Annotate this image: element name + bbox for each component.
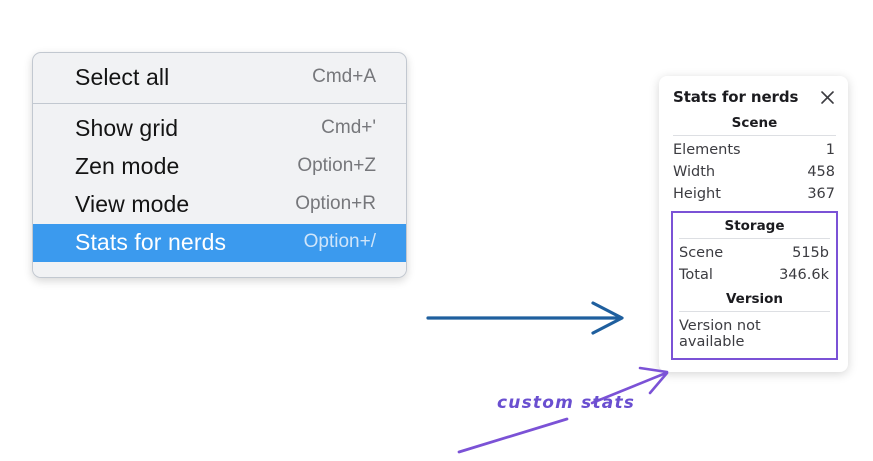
menu-item-shortcut: Option+R [295,193,376,214]
stat-label: Height [673,186,721,202]
stats-panel-title: Stats for nerds [673,88,799,106]
menu-item-shortcut: Cmd+' [321,117,376,138]
stat-row-height: Height 367 [671,183,838,205]
canvas-context-menu[interactable]: Select all Cmd+A Show grid Cmd+' Zen mod… [32,52,407,278]
stat-value: 1 [825,142,835,158]
menu-item-show-grid[interactable]: Show grid Cmd+' [33,110,406,148]
custom-stats-highlight-box: Storage Scene 515b Total 346.6k Version … [671,211,838,360]
stat-value: 515b [792,245,829,261]
menu-item-label: View mode [75,190,190,217]
stat-label: Total [679,267,713,283]
stats-for-nerds-panel[interactable]: Stats for nerds Scene Elements 1 Width 4… [659,76,848,372]
section-title-scene: Scene [731,115,778,131]
stat-row-elements: Elements 1 [671,139,838,161]
stat-row-storage-scene: Scene 515b [677,242,832,264]
menu-group-1: Select all Cmd+A [33,53,406,103]
menu-bottom-padding [33,262,406,277]
purple-underline-stroke [457,417,569,454]
menu-item-shortcut: Cmd+A [312,66,376,87]
menu-item-shortcut: Option+/ [303,231,376,252]
menu-item-view-mode[interactable]: View mode Option+R [33,186,406,224]
stats-panel-header: Stats for nerds [671,86,838,106]
section-divider [673,135,836,136]
stats-section-version: Version Version not available [677,286,832,354]
stats-section-scene: Scene Elements 1 Width 458 Height 367 [671,106,838,205]
stat-row-width: Width 458 [671,161,838,183]
section-title-version: Version [725,291,784,307]
menu-item-stats-for-nerds[interactable]: Stats for nerds Option+/ [33,224,406,262]
stats-section-storage: Storage Scene 515b Total 346.6k [677,213,832,286]
section-divider [679,311,830,312]
custom-stats-annotation-text: custom stats [497,393,636,413]
menu-group-2: Show grid Cmd+' Zen mode Option+Z View m… [33,103,406,277]
menu-item-label: Select all [75,63,170,90]
stat-label: Scene [679,245,724,261]
stat-label: Width [673,164,716,180]
menu-item-shortcut: Option+Z [297,155,376,176]
menu-item-zen-mode[interactable]: Zen mode Option+Z [33,148,406,186]
menu-item-select-all[interactable]: Select all Cmd+A [33,59,406,97]
section-divider [679,238,830,239]
stat-row-version-text: Version not available [679,318,761,350]
blue-flow-arrow [426,301,624,335]
section-title-storage: Storage [724,218,785,234]
menu-item-label: Zen mode [75,152,180,179]
close-icon[interactable] [818,88,836,106]
stat-value: 346.6k [779,267,829,283]
stat-row-storage-total: Total 346.6k [677,264,832,286]
menu-item-label: Show grid [75,114,179,141]
menu-item-label: Stats for nerds [75,228,227,255]
stat-value: 458 [807,164,835,180]
stat-value: 367 [807,186,835,202]
stat-label: Elements [673,142,741,158]
